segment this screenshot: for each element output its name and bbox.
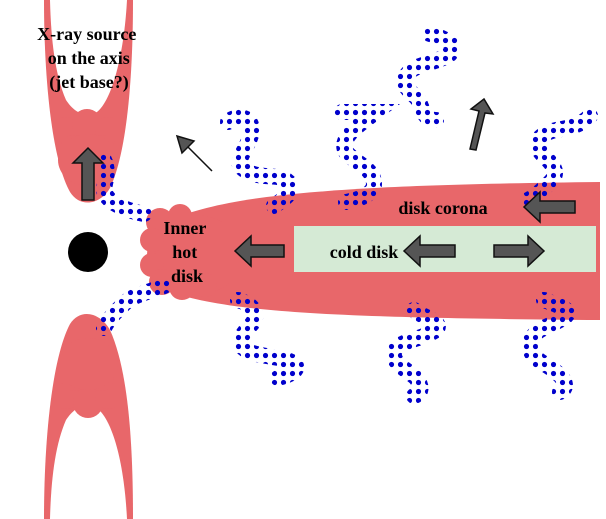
cold-disk-label: cold disk	[330, 242, 399, 262]
inner-label-line-2: hot	[172, 242, 197, 262]
arrows	[71, 97, 576, 268]
arrow-cold-right-icon	[493, 234, 546, 268]
xray-label-line-2: on the axis	[48, 48, 130, 68]
arrow-corona-upper-left-icon	[175, 134, 213, 172]
photon-trail-top-mid-corona	[334, 104, 401, 210]
xray-label-line-3: (jet base?)	[49, 72, 128, 93]
xray-source-label: X-ray source on the axis (jet base?)	[37, 24, 141, 93]
lower-jet-cone	[44, 313, 133, 519]
photon-trail-top-escaping	[396, 26, 461, 128]
arrow-corona-left-icon	[522, 190, 576, 224]
arrow-up-right-corona-icon	[469, 97, 495, 151]
inner-label-line-3: disk	[171, 266, 203, 286]
arrow-up-jet-icon	[71, 146, 105, 201]
photon-trail-upper-inner	[95, 152, 152, 222]
inner-hot-disk-label: Inner hot disk	[163, 218, 210, 286]
arrow-cold-left-icon	[402, 234, 456, 268]
photon-trail-bottom-left	[230, 292, 305, 386]
photon-trails	[95, 26, 598, 404]
arrow-inner-left-icon	[233, 234, 285, 268]
xray-label-line-1: X-ray source	[37, 24, 136, 44]
black-hole	[68, 232, 108, 272]
disk-corona-label: disk corona	[398, 198, 487, 218]
photon-trail-lower-inner	[96, 278, 172, 336]
lower-jet-base-blob	[53, 338, 121, 418]
photon-trail-bottom-right	[521, 292, 576, 400]
photon-trail-bottom-mid	[385, 302, 446, 404]
photon-trail-top-left-corona	[220, 109, 299, 214]
inner-label-line-1: Inner	[163, 218, 206, 238]
